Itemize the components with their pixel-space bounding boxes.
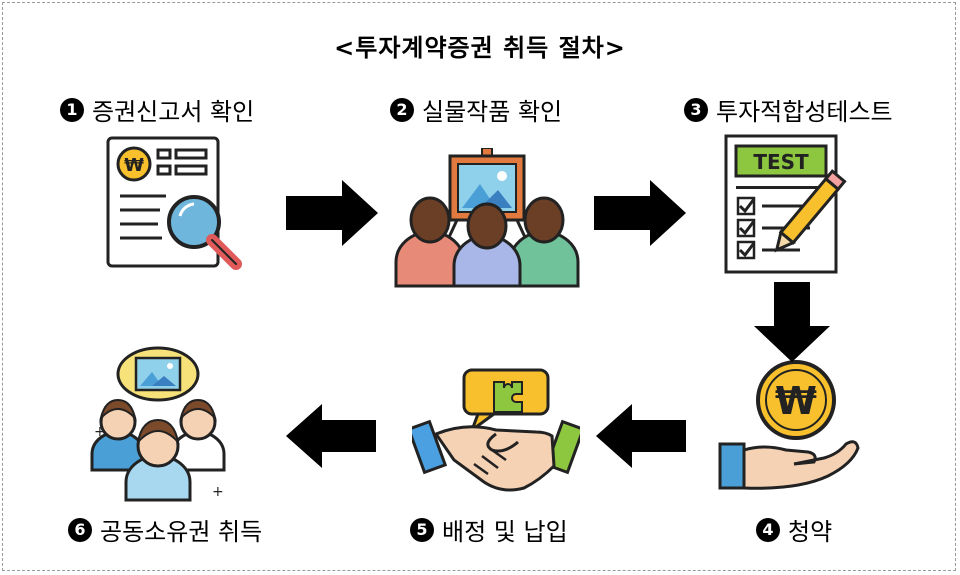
step-5-number: 5 [410,517,434,542]
step-1-number: 1 [60,97,84,122]
step-3-label: 3 투자적합성테스트 [684,92,893,127]
step-1-label: 1 증권신고서 확인 [60,92,254,127]
step-3-text: 투자적합성테스트 [716,98,893,126]
step-5-label: 5 배정 및 납입 [410,512,568,547]
step-2-label: 2 실물작품 확인 [390,92,562,127]
svg-text:+: + [212,484,224,500]
arrow-right-1-to-2 [286,180,378,246]
step-4-label: 4 청약 [756,512,832,547]
won-coin-hand-icon: ₩ [718,360,860,490]
arrow-left-4-to-5 [596,404,686,468]
arrow-right-2-to-3 [594,180,686,246]
step-2-number: 2 [390,97,414,122]
step-3-number: 3 [684,97,708,122]
step-6-number: 6 [68,517,92,542]
svg-text:₩: ₩ [124,155,144,176]
step-5-text: 배정 및 납입 [442,518,568,546]
step-6-text: 공동소유권 취득 [100,518,263,546]
svg-text:+: + [94,424,106,440]
step-4-number: 4 [756,517,780,542]
step-2-text: 실물작품 확인 [422,98,563,126]
test-checklist-icon: TEST [724,134,847,274]
step-6-label: 6 공동소유권 취득 [68,512,262,547]
handshake-icon [412,368,580,492]
arrow-left-5-to-6 [286,404,376,468]
svg-text:TEST: TEST [753,150,809,174]
audience-painting-icon [394,148,580,288]
arrow-down-3-to-4 [754,282,830,362]
diagram-title: <투자계약증권 취득 절차> [334,34,626,62]
step-1-text: 증권신고서 확인 [92,98,255,126]
document-search-icon: ₩ [106,136,242,270]
co-owners-group-icon: + + [90,346,226,502]
svg-text:₩: ₩ [775,379,817,423]
step-4-text: 청약 [788,518,833,546]
